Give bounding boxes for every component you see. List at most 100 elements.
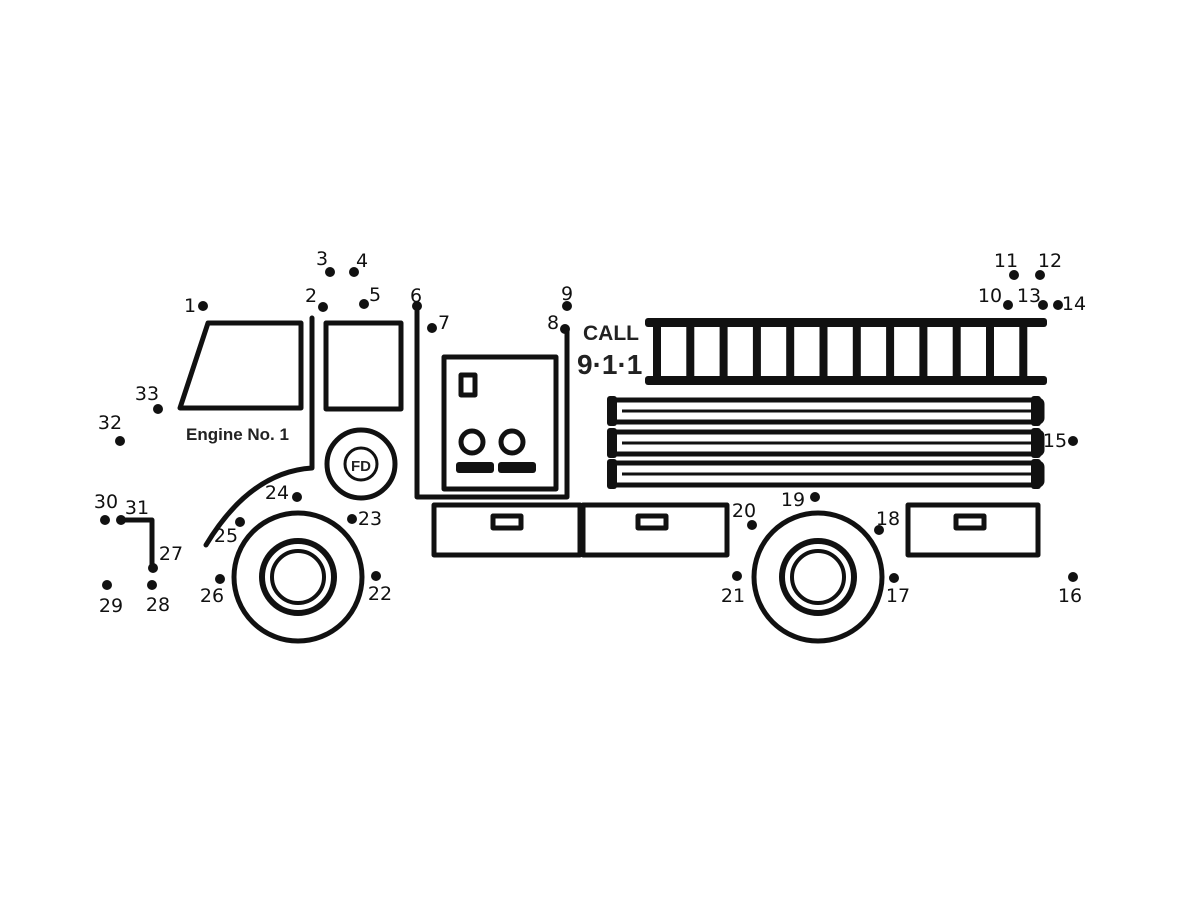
ladder-rung [719, 325, 728, 378]
connect-dot[interactable] [347, 514, 357, 524]
connect-dot[interactable] [235, 517, 245, 527]
panel-switch [458, 372, 478, 398]
body-frame [414, 307, 570, 500]
dot-number: 16 [1058, 585, 1082, 607]
connect-dot[interactable] [116, 515, 126, 525]
connect-dot[interactable] [100, 515, 110, 525]
ladder-rung [986, 325, 994, 378]
ladder-rung [819, 325, 828, 378]
ladder-rung [752, 325, 761, 378]
dot-number: 21 [721, 585, 745, 607]
dot-number: 8 [547, 312, 559, 334]
connect-dot[interactable] [427, 323, 437, 333]
compartment-left [431, 502, 583, 558]
ladder [645, 318, 1047, 385]
emergency-number: 9·1·1 [577, 349, 642, 380]
gauge-right [498, 428, 526, 456]
connect-dot[interactable] [810, 492, 820, 502]
rear-wheel [751, 510, 885, 644]
cab-pillar [203, 315, 315, 548]
dot-number: 30 [94, 491, 118, 513]
dot-number: 31 [125, 497, 149, 519]
dot-number: 26 [200, 585, 224, 607]
dot-number: 14 [1062, 293, 1086, 315]
dot-number: 6 [410, 285, 422, 307]
dot-number: 19 [781, 489, 805, 511]
connect-dot[interactable] [1068, 572, 1078, 582]
windshield [177, 320, 304, 411]
ladder-rung [786, 325, 795, 378]
connect-dot[interactable] [102, 580, 112, 590]
connect-dot[interactable] [148, 563, 158, 573]
hose-rack [607, 396, 1045, 489]
connect-dot[interactable] [349, 267, 359, 277]
connect-dot[interactable] [1068, 436, 1078, 446]
connect-dot[interactable] [562, 301, 572, 311]
dot-number: 7 [438, 312, 450, 334]
gauge-left [458, 428, 486, 456]
ladder-rung [886, 325, 895, 378]
connect-dot[interactable] [732, 571, 742, 581]
fd-badge-icon: FD [324, 427, 398, 501]
dot-number: 5 [369, 284, 381, 306]
connect-dot[interactable] [747, 520, 757, 530]
connect-dot[interactable] [560, 324, 570, 334]
hose [607, 396, 1045, 426]
dot-number: 32 [98, 412, 122, 434]
dot-number: 15 [1043, 430, 1067, 452]
connect-dot[interactable] [115, 436, 125, 446]
compartment-right [905, 502, 1041, 558]
connect-dot[interactable] [292, 492, 302, 502]
dot-number: 3 [316, 248, 328, 270]
dot-number: 22 [368, 583, 392, 605]
front-wheel [231, 510, 365, 644]
dot-number: 33 [135, 383, 159, 405]
ladder-rung [919, 325, 928, 378]
connect-dot[interactable] [215, 574, 225, 584]
hose [607, 459, 1045, 489]
connect-dot[interactable] [318, 302, 328, 312]
connect-dot[interactable] [153, 404, 163, 414]
ladder-rung [852, 325, 861, 378]
connect-dot[interactable] [412, 301, 422, 311]
connect-dot[interactable] [1053, 300, 1063, 310]
connect-dot[interactable] [1003, 300, 1013, 310]
dot-number: 10 [978, 285, 1002, 307]
connect-dot[interactable] [1035, 270, 1045, 280]
connect-dot[interactable] [198, 301, 208, 311]
dot-number: 1 [184, 295, 196, 317]
dot-number: 11 [994, 250, 1018, 272]
panel-slot-right [498, 462, 536, 473]
handle-center [635, 513, 669, 531]
ladder-rung [686, 325, 695, 378]
badge-text: FD [351, 458, 371, 475]
connect-dot[interactable] [325, 267, 335, 277]
side-window [323, 320, 404, 412]
dot-number: 25 [214, 525, 238, 547]
dot-number: 9 [561, 283, 573, 305]
compartment-center [580, 502, 730, 558]
ladder-rung [952, 325, 961, 378]
panel-slot-left [456, 462, 494, 473]
ladder-rung [1019, 325, 1028, 378]
connect-dot[interactable] [889, 573, 899, 583]
dot-number: 23 [358, 508, 382, 530]
dot-number: 24 [265, 482, 289, 504]
connect-dot[interactable] [359, 299, 369, 309]
connect-dot[interactable] [371, 571, 381, 581]
connect-dot[interactable] [874, 525, 884, 535]
dot-number: 17 [886, 585, 910, 607]
dot-number: 20 [732, 500, 756, 522]
front-bumper [118, 517, 155, 570]
connect-dot[interactable] [1038, 300, 1048, 310]
connect-dot[interactable] [147, 580, 157, 590]
dot-number: 13 [1017, 285, 1041, 307]
connect-dot[interactable] [1009, 270, 1019, 280]
control-panel [441, 354, 559, 492]
dot-number: 12 [1038, 250, 1062, 272]
ladder-rung [653, 325, 661, 378]
handle-right [953, 513, 987, 531]
hose [607, 428, 1045, 458]
